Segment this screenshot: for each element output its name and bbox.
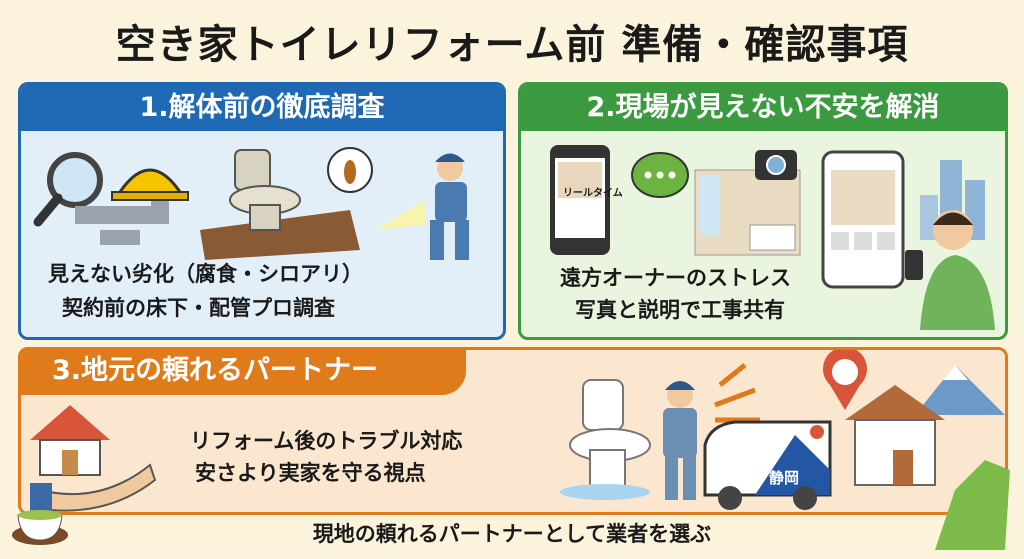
section-line: リフォーム後のトラブル対応: [190, 429, 463, 453]
damaged-floor-icon: [200, 210, 360, 260]
old-toilet-icon: [229, 149, 301, 231]
section-heading: 1.解体前の徹底調査: [21, 85, 503, 131]
section-line: 安さより実家を守る視点: [195, 461, 426, 485]
location-pin-wrench-icon: [823, 350, 867, 410]
termite-icon: [327, 147, 373, 193]
remote-illustration: [550, 145, 995, 330]
shizuoka-map-icon: [935, 460, 1010, 550]
section-line: 見えない劣化（腐食・シロアリ）: [48, 262, 363, 286]
inspector-worker-icon: [375, 153, 469, 260]
chat-bubble-icon: [631, 152, 689, 198]
service-van-icon: [703, 420, 832, 510]
house-in-hand-illustration: [12, 405, 157, 545]
smartphone-icon: [550, 145, 610, 255]
van-label: 静岡: [769, 469, 800, 487]
phone-label: リールタイム: [563, 188, 623, 199]
section-line: 遠方オーナーのストレス: [560, 266, 791, 290]
mount-fuji-icon: [915, 365, 1005, 415]
house-icon: [30, 405, 110, 476]
worker-icon: [663, 381, 697, 500]
section-line: 契約前の床下・配管プロ調査: [62, 296, 335, 320]
section-heading: 3.地元の頼れるパートナー: [18, 347, 466, 395]
hardhat-icon: [111, 168, 189, 201]
room-photo-icon: [694, 169, 801, 256]
section-heading: 2.現場が見えない不安を解消: [521, 85, 1005, 131]
page-title: 空き家トイレリフォーム前 準備・確認事項: [115, 22, 909, 68]
partner-illustration: [560, 350, 1010, 550]
toilet-icon: [560, 379, 651, 500]
investigation-illustration: [33, 147, 469, 260]
owner-person-icon: [905, 210, 995, 330]
house-icon: [845, 385, 945, 486]
magnifier-icon: [33, 152, 103, 227]
hand-icon: [30, 463, 157, 513]
alert-lines-icon: [714, 363, 760, 423]
tablet-icon: [821, 150, 905, 289]
section-line: 写真と説明で工事共有: [575, 298, 785, 322]
footer-message: 現地の頼れるパートナーとして業者を選ぶ: [312, 522, 712, 546]
camera-icon: [755, 150, 797, 180]
tea-cup-icon: [12, 510, 68, 545]
